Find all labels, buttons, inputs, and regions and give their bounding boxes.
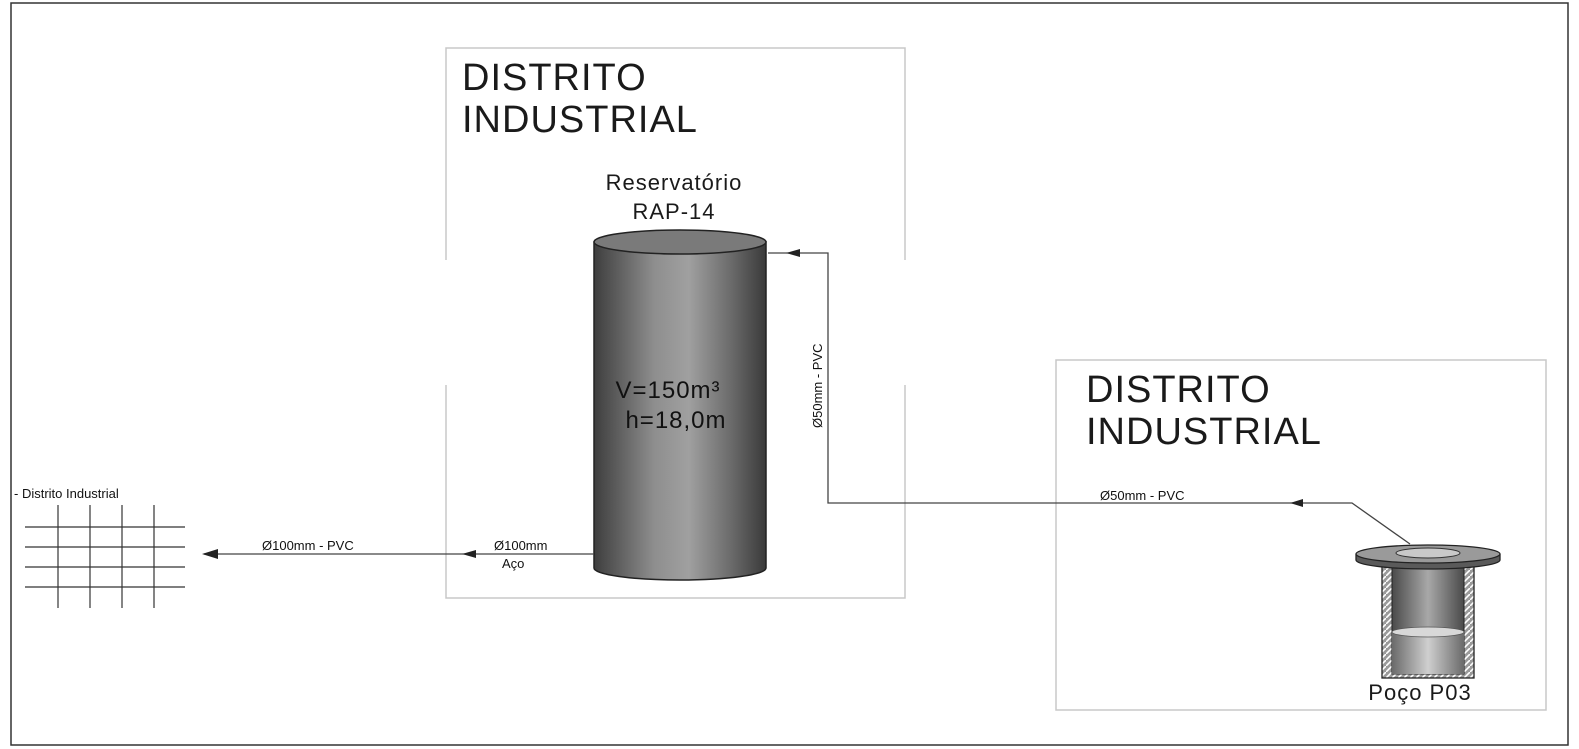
district-box-reservoir: [445, 47, 906, 599]
district-box-well: [1055, 359, 1547, 711]
flow-arrow-outlet: [462, 550, 476, 558]
district-title-line2: INDUSTRIAL: [462, 99, 698, 141]
pipe-label-vertical: Ø50mm - PVC: [810, 343, 825, 428]
pipe-label-network: Ø100mm - PVC: [262, 538, 354, 553]
reservoir-tank: [593, 229, 767, 581]
district-title-line1: DISTRITO: [462, 57, 647, 99]
network-label: - Distrito Industrial: [14, 486, 119, 501]
flow-arrow-horizontal: [1290, 499, 1303, 507]
pipe-label-outlet-line1: Ø100mm: [494, 538, 547, 553]
flow-arrow-network: [202, 549, 218, 559]
well-p03: [1355, 544, 1501, 679]
reservoir-height: h=18,0m: [625, 407, 726, 434]
pipe-label-outlet-line2: Aço: [502, 556, 524, 571]
district2-title-line2: INDUSTRIAL: [1086, 411, 1322, 453]
well-label: Poço P03: [1368, 680, 1471, 705]
flow-arrow-reservoir-inlet: [786, 249, 800, 257]
reservoir-name-line1: Reservatório: [606, 170, 743, 195]
reservoir-volume: V=150m³: [615, 377, 720, 404]
district2-title-line1: DISTRITO: [1086, 369, 1271, 411]
pipe-label-horizontal: Ø50mm - PVC: [1100, 488, 1185, 503]
reservoir-name-line2: RAP-14: [632, 199, 715, 224]
pipe-well-to-reservoir: [768, 252, 1411, 545]
distribution-network-grid: [25, 505, 185, 608]
sheet-border: [10, 2, 1569, 746]
